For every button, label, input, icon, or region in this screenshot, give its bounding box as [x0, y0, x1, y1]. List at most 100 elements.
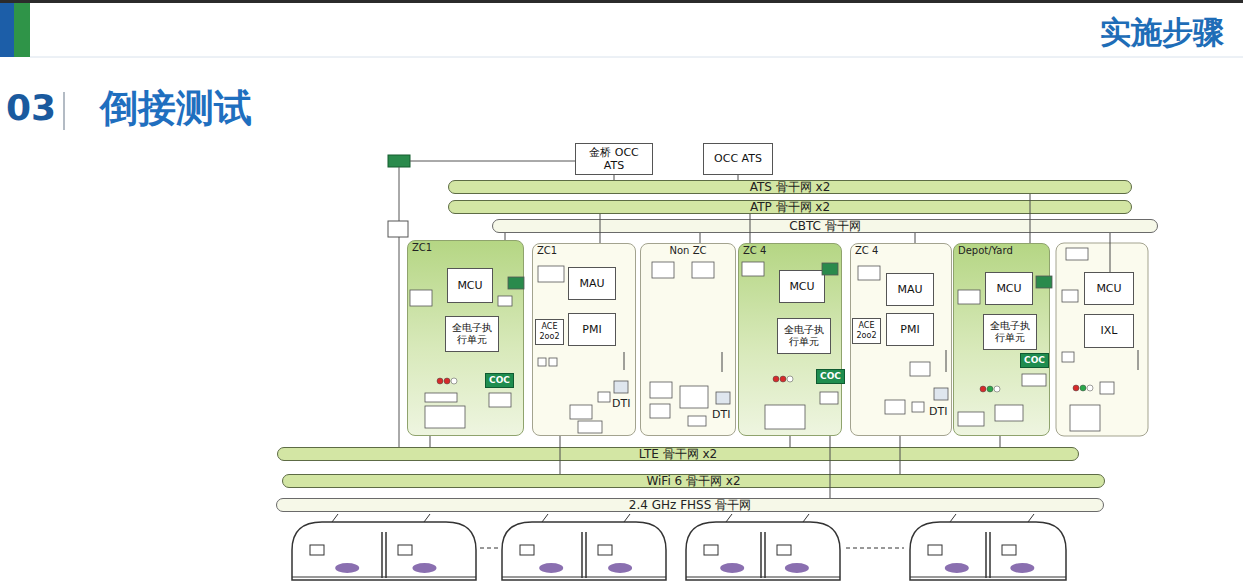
- signal-lamp: [444, 378, 450, 384]
- title-divider: [63, 92, 65, 130]
- top-strip: [0, 0, 1243, 3]
- node-label: ACE 2oo2: [538, 322, 561, 341]
- connector-line: [750, 214, 751, 243]
- zone-heading: ZC 4: [855, 245, 947, 257]
- equipment-box: MAU: [568, 267, 616, 300]
- zone-heading: ZC1: [537, 245, 631, 257]
- antenna: [424, 514, 430, 522]
- equipment-icon: [910, 362, 930, 376]
- node-label: ACE 2oo2: [855, 321, 878, 340]
- connector-line: [700, 233, 701, 243]
- antenna: [624, 514, 630, 522]
- equipment-icon: [688, 416, 706, 426]
- equipment-icon: [742, 262, 764, 276]
- section-number: 03: [6, 86, 56, 129]
- connector-line: [430, 436, 431, 447]
- equipment-icon: [680, 386, 708, 408]
- zone-heading: Depot/Yard: [958, 245, 1045, 257]
- bogie-mark: [335, 563, 359, 573]
- connector-line: [614, 175, 615, 180]
- equipment-icon: [934, 388, 948, 400]
- equipment-icon: [1070, 405, 1100, 431]
- zone-heading: Non ZC: [645, 245, 731, 257]
- car-divider: [985, 532, 987, 578]
- coc-box: COC: [485, 373, 514, 388]
- onboard-unit: [928, 545, 942, 555]
- bogie-mark: [720, 563, 744, 573]
- network-band: 2.4 GHz FHSS 骨干网: [276, 498, 1104, 512]
- equipment-icon: [958, 290, 980, 304]
- equipment-icon: [1062, 290, 1078, 302]
- equipment-box: 金桥 OCC ATS: [575, 143, 653, 175]
- equipment-box: PMI: [886, 313, 934, 346]
- equipment-icon: [498, 296, 512, 306]
- node-label: OCC ATS: [714, 152, 762, 165]
- bogie-mark: [539, 563, 563, 573]
- equipment-icon: [650, 382, 672, 398]
- antenna: [1028, 514, 1034, 522]
- equipment-icon: [885, 400, 905, 414]
- antenna: [332, 514, 338, 522]
- antenna: [950, 514, 956, 522]
- title-block: 倒接测试: [100, 86, 252, 132]
- node-label: 金桥 OCC ATS: [578, 146, 650, 172]
- onboard-unit: [777, 545, 791, 555]
- equipment-icon: [425, 393, 457, 402]
- switch-box: [388, 155, 410, 167]
- equipment-icon: [489, 393, 511, 407]
- equipment-icon: [822, 263, 838, 275]
- equipment-icon: [570, 405, 592, 419]
- equipment-icon: [508, 277, 524, 289]
- wire: [399, 167, 400, 221]
- equipment-icon: [1036, 276, 1052, 288]
- equipment-icon: [1066, 248, 1088, 260]
- equipment-icon: [1022, 374, 1046, 386]
- dashed-link: [480, 548, 498, 549]
- label-box: 03: [6, 86, 56, 129]
- signal-lamp: [994, 386, 1000, 392]
- car-divider: [760, 532, 762, 578]
- equipment-box: OCC ATS: [703, 143, 773, 175]
- node-label: MCU: [457, 279, 482, 292]
- device-label: DTI: [712, 408, 730, 421]
- onboard-unit: [398, 545, 412, 555]
- train-car: [686, 522, 840, 580]
- train-car: [292, 522, 476, 580]
- onboard-unit: [310, 545, 324, 555]
- wire: [410, 161, 576, 162]
- node-label: COC: [820, 371, 841, 382]
- device-label: DTI: [929, 405, 947, 418]
- equipment-icon: [652, 262, 674, 278]
- signal-lamp: [780, 376, 786, 382]
- connector-line: [915, 233, 916, 243]
- car-divider: [585, 532, 587, 578]
- wire: [399, 237, 400, 447]
- connector-line: [1030, 194, 1031, 243]
- label-box: DTI: [929, 405, 947, 418]
- label-box: DTI: [612, 397, 630, 410]
- header-blue-bar: [0, 3, 14, 57]
- node-label: CBTC 骨干网: [789, 220, 860, 232]
- antenna: [726, 514, 732, 522]
- equipment-icon: [410, 290, 432, 306]
- equipment-icon: [1100, 382, 1114, 394]
- node-label: MCU: [789, 280, 814, 293]
- equipment-box: PMI: [568, 313, 616, 346]
- equipment-icon: [858, 266, 880, 280]
- equipment-box: MCU: [1084, 272, 1134, 305]
- bogie-mark: [785, 563, 809, 573]
- coc-box: COC: [816, 369, 845, 384]
- equipment-box: MAU: [886, 273, 934, 306]
- connector-line: [600, 214, 601, 243]
- onboard-unit: [520, 545, 534, 555]
- onboard-unit: [598, 545, 612, 555]
- node-label: COC: [1024, 355, 1045, 366]
- node-label: PMI: [900, 323, 919, 336]
- node-label: COC: [489, 375, 510, 386]
- equipment-box: 全电子执行单元: [983, 314, 1037, 350]
- node-label: ATS 骨干网 x2: [750, 181, 831, 193]
- network-band: WiFi 6 骨干网 x2: [282, 474, 1105, 488]
- track: [910, 577, 1066, 578]
- equipment-icon: [578, 421, 602, 433]
- equipment-box: 全电子执行单元: [445, 316, 499, 352]
